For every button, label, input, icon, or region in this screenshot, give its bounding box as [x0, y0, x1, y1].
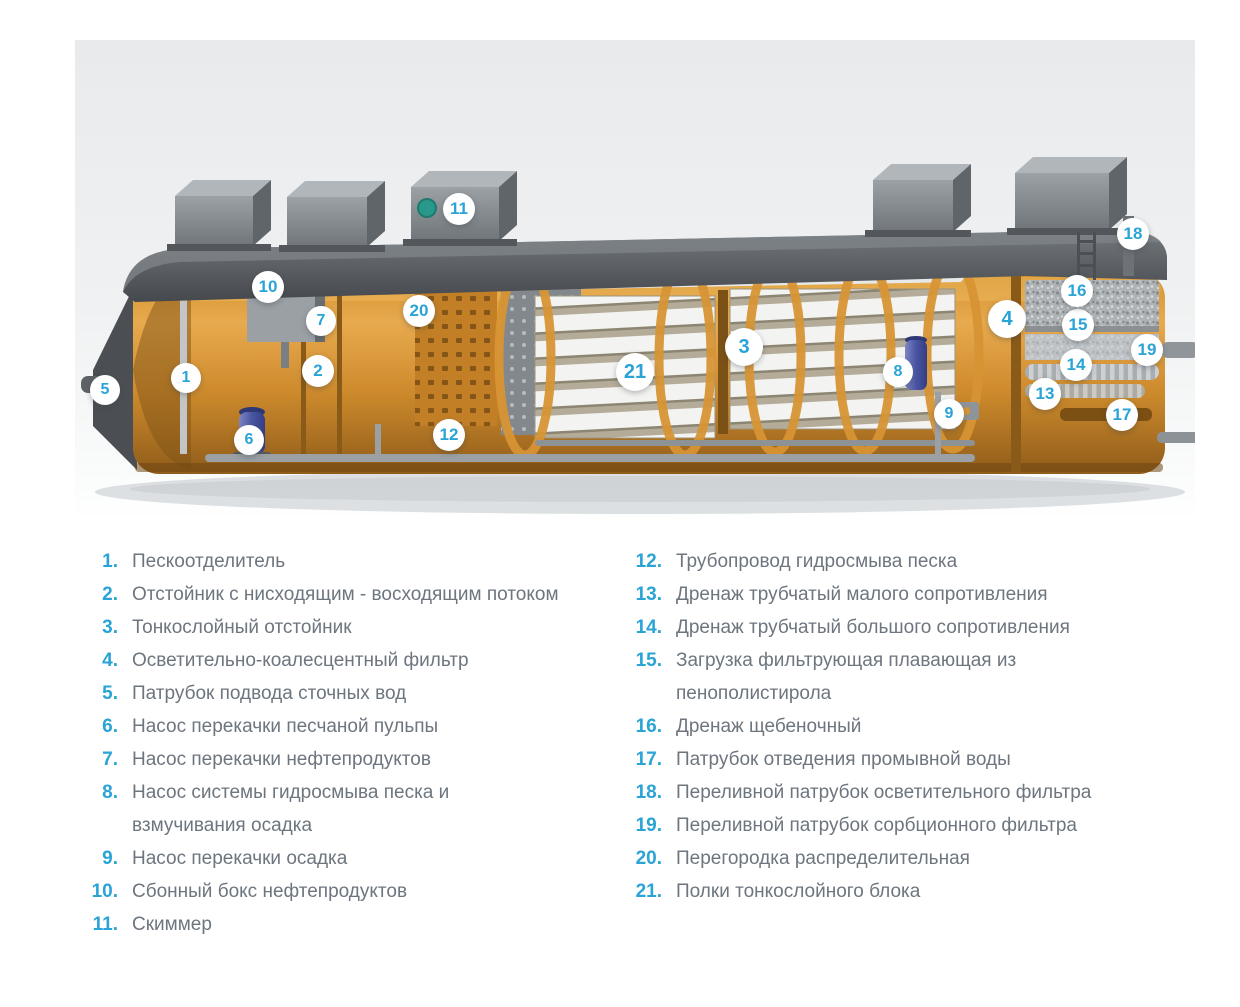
legend-item-6: 6. Насос перекачки песчаной пульпы	[88, 710, 632, 743]
legend-item-8: 8. Насос системы гидросмыва песка и взмуч…	[88, 776, 632, 842]
legend-item-text: Насос перекачки осадка	[132, 848, 348, 869]
legend-item-1: 1. Пескоотделитель	[88, 545, 632, 578]
legend-item-10: 10. Сбонный бокс нефтепродуктов	[88, 875, 632, 908]
callout-badge-10: 10	[252, 271, 284, 303]
legend-item-15: 15. Загрузка фильтрующая плавающая из пен…	[632, 644, 1188, 710]
legend-item-number: 11.	[92, 914, 118, 935]
callout-badge-18: 18	[1117, 218, 1149, 250]
legend-item-number: 3.	[102, 617, 118, 638]
callout-badge-14: 14	[1060, 349, 1092, 381]
legend-item-number: 6.	[102, 716, 118, 737]
legend-item-19: 19. Переливной патрубок сорбционного филь…	[632, 809, 1188, 842]
legend-item-text: Насос перекачки песчаной пульпы	[132, 716, 439, 737]
legend-item-number: 8.	[102, 782, 118, 803]
legend-item-number: 14.	[635, 617, 662, 638]
legend-item-text: Полки тонкослойного блока	[676, 881, 921, 902]
callout-badge-20: 20	[403, 295, 435, 327]
legend-item-text: Перегородка распределительная	[676, 848, 970, 869]
legend-item-number: 17.	[635, 749, 662, 770]
legend-item-2: 2. Отстойник с нисходящим - восходящим по…	[88, 578, 632, 611]
legend-item-number: 1.	[102, 551, 118, 572]
legend-item-5: 5. Патрубок подвода сточных вод	[88, 677, 632, 710]
legend-item-text: Отстойник с нисходящим - восходящим пото…	[132, 584, 559, 605]
legend-item-text: Осветительно-коалесцентный фильтр	[132, 650, 469, 671]
legend-item-11: 11. Скиммер	[88, 908, 632, 941]
legend-item-text: Дренаж трубчатый малого сопротивления	[676, 584, 1048, 605]
callout-badge-19: 19	[1131, 334, 1163, 366]
legend-item-text: Дренаж трубчатый большого сопротивления	[676, 617, 1070, 638]
legend-item-9: 9. Насос перекачки осадка	[88, 842, 632, 875]
legend-item-12: 12. Трубопровод гидросмыва песка	[632, 545, 1188, 578]
legend-item-16: 16. Дренаж щебеночный	[632, 710, 1188, 743]
callout-badge-4: 4	[988, 300, 1026, 338]
legend-item-number: 18.	[635, 782, 662, 803]
legend-item-text: Загрузка фильтрующая плавающая из пенопо…	[676, 650, 1017, 704]
legend-item-text: Трубопровод гидросмыва песка	[676, 551, 958, 572]
legend-item-number: 4.	[102, 650, 118, 671]
legend-item-text: Насос перекачки нефтепродуктов	[132, 749, 431, 770]
legend-item-number: 5.	[102, 683, 118, 704]
legend-item-text: Переливной патрубок осветительного фильт…	[676, 782, 1092, 803]
callout-badge-2: 2	[302, 355, 334, 387]
legend-item-4: 4. Осветительно-коалесцентный фильтр	[88, 644, 632, 677]
callout-badge-8: 8	[883, 357, 913, 387]
legend-item-number: 16.	[635, 716, 662, 737]
legend: 1. Пескоотделитель 2. Отстойник с нисходящи…	[88, 545, 1188, 941]
callout-badge-6: 6	[234, 425, 264, 455]
legend-item-number: 21.	[635, 881, 662, 902]
callout-badge-9: 9	[934, 399, 964, 429]
callout-badge-21: 21	[616, 353, 654, 391]
legend-item-number: 20.	[635, 848, 662, 869]
callout-badge-3: 3	[725, 328, 763, 366]
legend-item-13: 13. Дренаж трубчатый малого сопротивления	[632, 578, 1188, 611]
callout-badge-13: 13	[1029, 378, 1061, 410]
legend-item-number: 12.	[635, 551, 662, 572]
legend-item-14: 14. Дренаж трубчатый большого сопротивлен…	[632, 611, 1188, 644]
legend-item-21: 21. Полки тонкослойного блока	[632, 875, 1188, 908]
legend-item-number: 2.	[102, 584, 118, 605]
legend-item-3: 3. Тонкослойный отстойник	[88, 611, 632, 644]
legend-item-number: 19.	[635, 815, 662, 836]
legend-item-18: 18. Переливной патрубок осветительного фи…	[632, 776, 1188, 809]
legend-item-17: 17. Патрубок отведения промывной воды	[632, 743, 1188, 776]
callout-badge-17: 17	[1106, 399, 1138, 431]
legend-item-7: 7. Насос перекачки нефтепродуктов	[88, 743, 632, 776]
legend-item-text: Переливной патрубок сорбционного фильтра	[676, 815, 1078, 836]
legend-item-text: Пескоотделитель	[132, 551, 286, 572]
callout-badge-12: 12	[433, 419, 465, 451]
callout-badge-15: 15	[1062, 309, 1094, 341]
legend-item-number: 13.	[635, 584, 662, 605]
callout-badge-5: 5	[90, 375, 120, 405]
legend-item-text: Насос системы гидросмыва песка и взмучив…	[132, 782, 450, 836]
legend-item-number: 15.	[635, 650, 662, 671]
legend-item-text: Дренаж щебеночный	[676, 716, 862, 737]
callout-badge-16: 16	[1061, 275, 1093, 307]
legend-item-number: 9.	[102, 848, 118, 869]
callout-badge-7: 7	[306, 306, 336, 336]
legend-item-text: Тонкослойный отстойник	[132, 617, 352, 638]
legend-item-20: 20. Перегородка распределительная	[632, 842, 1188, 875]
legend-item-number: 10.	[91, 881, 118, 902]
callout-badge-11: 11	[443, 193, 475, 225]
legend-item-text: Патрубок отведения промывной воды	[676, 749, 1011, 770]
legend-item-text: Патрубок подвода сточных вод	[132, 683, 407, 704]
legend-col-left: 1. Пескоотделитель 2. Отстойник с нисходящи…	[88, 545, 632, 941]
legend-col-right: 12. Трубопровод гидросмыва песка 13. Дренаж…	[632, 545, 1188, 908]
callout-badge-1: 1	[171, 363, 201, 393]
legend-item-text: Сбонный бокс нефтепродуктов	[132, 881, 408, 902]
legend-item-number: 7.	[102, 749, 118, 770]
legend-item-text: Скиммер	[132, 914, 212, 935]
